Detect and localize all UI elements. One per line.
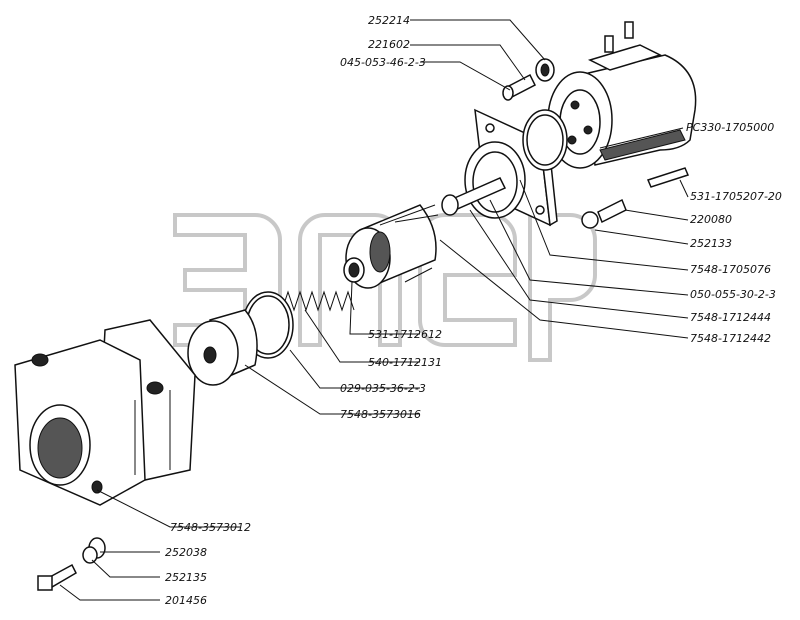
- label-531-1705207: 531-1705207-20: [690, 190, 782, 203]
- label-7548-1712444: 7548-1712444: [690, 311, 771, 324]
- housing-7548-3573012: [14, 319, 196, 506]
- cap-7548-3573016: [187, 309, 258, 386]
- bottom-fasteners: [37, 537, 106, 591]
- label-7548-1712442: 7548-1712442: [690, 332, 771, 345]
- label-221602: 221602: [368, 38, 410, 51]
- valve-stem: [441, 177, 507, 216]
- label-045-053: 045-053-46-2-3: [340, 56, 426, 69]
- bolt-220080: [581, 198, 627, 229]
- label-531-1712612: 531-1712612: [368, 328, 442, 341]
- label-pc330: PC330-1705000: [686, 121, 774, 134]
- part-labels: 252214 221602 045-053-46-2-3 PC330-17050…: [165, 14, 782, 607]
- solenoid-pc330: [547, 21, 697, 169]
- ring-531-1712612: [343, 257, 365, 283]
- label-252133: 252133: [690, 237, 732, 250]
- leader-lines: [59, 19, 689, 601]
- label-7548-3573012: 7548-3573012: [170, 521, 251, 534]
- label-252135: 252135: [165, 571, 207, 584]
- label-201456: 201456: [165, 594, 207, 607]
- label-7548-1705076: 7548-1705076: [690, 263, 771, 276]
- spring-540-1712131: [281, 290, 355, 312]
- label-7548-3573016: 7548-3573016: [340, 408, 421, 421]
- label-252214: 252214: [368, 14, 410, 27]
- label-220080: 220080: [690, 213, 732, 226]
- label-050-055: 050-055-30-2-3: [690, 288, 776, 301]
- label-029-035: 029-035-36-2-3: [340, 382, 426, 395]
- pin-531-1705207: [646, 167, 690, 188]
- label-540-1712131: 540-1712131: [368, 356, 442, 369]
- bolt-top: [502, 58, 555, 101]
- label-252038: 252038: [165, 546, 207, 559]
